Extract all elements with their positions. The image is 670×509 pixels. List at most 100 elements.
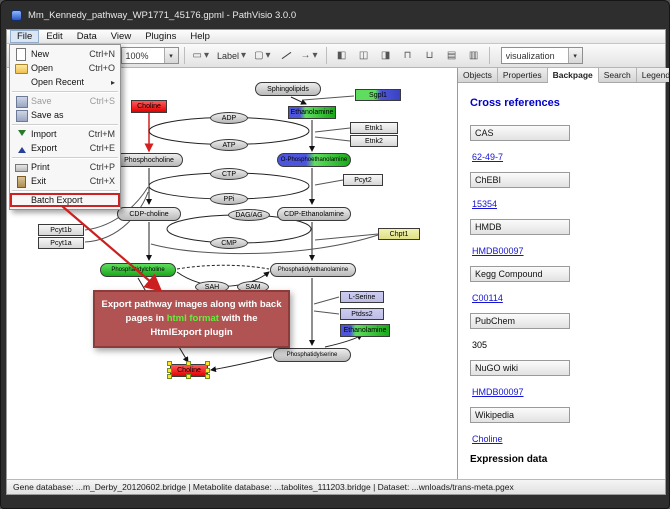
pathway-node-ptdss2[interactable]: Ptdss2 <box>340 308 384 320</box>
file-menu-item-export[interactable]: Export Ctrl+E <box>10 141 120 155</box>
tab-backpage[interactable]: Backpage <box>547 68 599 83</box>
gene-product-tool-button[interactable]: ▭▾ <box>190 46 212 66</box>
same-height-button[interactable]: ▥ <box>464 46 484 66</box>
status-text: Gene database: ...m_Derby_20120602.bridg… <box>13 482 514 492</box>
pathway-node-sgpl1[interactable]: Sgpl1 <box>355 89 401 101</box>
menu-plugins[interactable]: Plugins <box>145 31 177 42</box>
chevron-down-icon[interactable]: ▾ <box>567 48 582 63</box>
connector-tool-button[interactable]: →▾ <box>298 46 321 66</box>
xref-link-cas[interactable]: 62-49-7 <box>472 152 504 162</box>
chevron-down-icon[interactable]: ▾ <box>163 48 178 63</box>
pathway-node-dag[interactable]: DAG/AG <box>228 209 270 221</box>
xref-link-chebi[interactable]: 15354 <box>472 199 498 209</box>
pathway-node-phosphatidylethanolamine[interactable]: Phosphatidylethanolamine <box>270 263 356 277</box>
pathway-node-cmp[interactable]: CMP <box>210 237 248 249</box>
tab-legend[interactable]: Legend <box>636 68 669 82</box>
pathway-node-o-phosphoethanolamine[interactable]: O-Phosphoethanolamine <box>277 153 351 167</box>
import-icon <box>14 128 28 140</box>
align-left-icon: ◧ <box>336 49 347 61</box>
menu-view[interactable]: View <box>110 31 132 42</box>
menu-separator <box>12 89 118 94</box>
selection-handle[interactable] <box>205 361 210 366</box>
title-bar[interactable]: Mm_Kennedy_pathway_WP1771_45176.gpml - P… <box>1 1 669 29</box>
callout-highlight: html format <box>166 313 219 325</box>
selection-handle[interactable] <box>167 374 172 379</box>
pathway-node-ethanolamine-right[interactable]: Ethanolamine <box>340 324 390 337</box>
tab-objects[interactable]: Objects <box>458 68 498 82</box>
xref-link-wikipedia[interactable]: Choline <box>472 434 503 444</box>
save-icon <box>14 95 28 108</box>
menu-file[interactable]: File <box>10 30 40 43</box>
line-tool-button[interactable] <box>276 46 296 66</box>
pathway-node-pcyt1b[interactable]: Pcyt1b <box>38 224 84 236</box>
xref-link-nugo-wiki[interactable]: HMDB00097 <box>472 387 524 397</box>
pathway-node-adp[interactable]: ADP <box>210 112 248 124</box>
shape-icon: ▢ <box>254 49 264 61</box>
pathway-node-choline-top[interactable]: Choline <box>131 100 167 113</box>
pathway-node-etnk1[interactable]: Etnk1 <box>350 122 398 134</box>
pathway-node-pcyt1a[interactable]: Pcyt1a <box>38 237 84 249</box>
pathway-node-chpt1[interactable]: Chpt1 <box>378 228 420 240</box>
selection-handle[interactable] <box>205 374 210 379</box>
menu-help[interactable]: Help <box>190 31 210 42</box>
selection-handle[interactable] <box>186 361 191 366</box>
pathway-node-cdp-ethanolamine[interactable]: CDP-Ethanolamine <box>277 207 351 221</box>
chevron-down-icon: ▾ <box>203 49 209 61</box>
pathway-node-atp[interactable]: ATP <box>210 139 248 151</box>
pathway-node-sphingolipids[interactable]: Sphingolipids <box>255 82 321 96</box>
pathway-node-phosphatidylcholine[interactable]: Phosphatidylcholine <box>100 263 176 277</box>
align-top-button[interactable]: ⊓ <box>398 46 418 66</box>
file-menu-item-save-as[interactable]: Save as <box>10 108 120 122</box>
file-menu-item-batch-export[interactable]: Batch Export <box>10 193 120 207</box>
pathway-node-phosphatidylserine[interactable]: Phosphatidylserine <box>273 348 351 362</box>
visualization-combobox[interactable]: visualization ▾ <box>500 47 583 64</box>
pathway-node-phosphocholine[interactable]: Phosphocholine <box>115 153 183 167</box>
menu-item-shortcut: Ctrl+E <box>89 143 115 153</box>
xref-source-hmdb: HMDB <box>470 219 570 235</box>
align-right-button[interactable]: ◨ <box>376 46 396 66</box>
xref-link-hmdb[interactable]: HMDB00097 <box>472 246 524 256</box>
menu-item-label: Export <box>31 143 58 153</box>
visualization-value: visualization <box>505 50 555 61</box>
align-center-icon: ◫ <box>358 49 369 61</box>
xref-value-pubchem: 305 <box>472 340 488 350</box>
align-left-button[interactable]: ◧ <box>332 46 352 66</box>
menu-separator <box>12 155 118 160</box>
pathway-node-cdp-choline[interactable]: CDP-choline <box>117 207 181 221</box>
submenu-arrow-icon: ▸ <box>110 77 115 87</box>
menu-item-label: New <box>31 49 50 59</box>
open-folder-icon <box>14 62 28 74</box>
file-menu-item-open-recent[interactable]: Open Recent▸ <box>10 75 120 89</box>
shape-tool-button[interactable]: ▢▾ <box>251 46 273 66</box>
same-width-button[interactable]: ▤ <box>442 46 462 66</box>
tab-properties[interactable]: Properties <box>497 68 548 82</box>
pathway-node-l-serine[interactable]: L-Serine <box>340 291 384 303</box>
menu-edit[interactable]: Edit <box>46 31 63 42</box>
selection-handle[interactable] <box>167 367 172 373</box>
pathway-node-ctp[interactable]: CTP <box>210 168 248 180</box>
pathway-node-pcyt2[interactable]: Pcyt2 <box>343 174 383 186</box>
xref-link-kegg-compound[interactable]: C00114 <box>472 293 503 303</box>
pathway-node-etnk2[interactable]: Etnk2 <box>350 135 398 147</box>
save-as-icon <box>14 109 28 122</box>
label-tool-button[interactable]: Label▾ <box>214 46 249 66</box>
menu-data[interactable]: Data <box>76 31 97 42</box>
selection-handle[interactable] <box>205 367 210 373</box>
toolbar-separator <box>183 47 185 64</box>
selection-handle[interactable] <box>186 374 191 379</box>
selection-handle[interactable] <box>167 361 172 366</box>
align-bottom-button[interactable]: ⊔ <box>420 46 440 66</box>
align-center-button[interactable]: ◫ <box>354 46 374 66</box>
pathway-node-ppi[interactable]: PPi <box>210 193 248 205</box>
pathway-node-ethanolamine-top[interactable]: Ethanolamine <box>288 106 336 119</box>
zoom-combobox[interactable]: 100% ▾ <box>120 47 179 64</box>
tab-search[interactable]: Search <box>598 68 637 82</box>
